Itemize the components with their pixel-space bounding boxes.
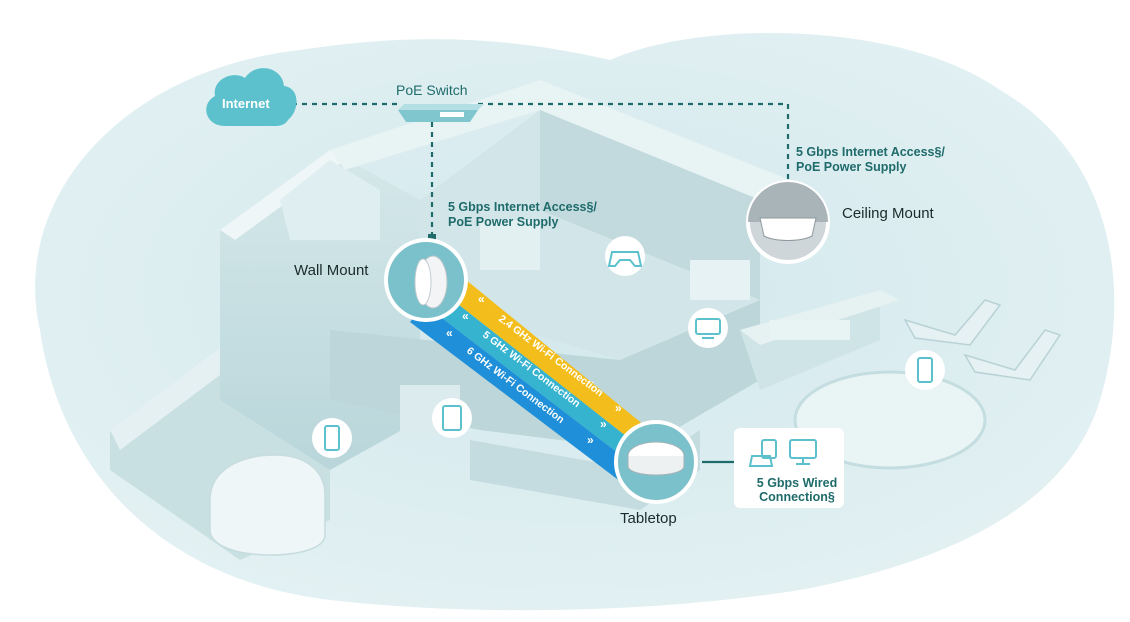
band-5ghz bbox=[425, 290, 650, 470]
phone-icon-left bbox=[312, 418, 352, 458]
ceiling-link-label-line1: 5 Gbps Internet Access§/ bbox=[796, 145, 945, 159]
network-lines bbox=[292, 102, 790, 240]
wall-link-label-line1: 5 Gbps Internet Access§/ bbox=[448, 200, 597, 214]
tabletop-label: Tabletop bbox=[620, 510, 677, 527]
tablet-icon bbox=[432, 398, 472, 438]
phone-icon-right bbox=[905, 350, 945, 390]
monitor-icon bbox=[688, 308, 728, 348]
poe-switch-label: PoE Switch bbox=[396, 82, 468, 98]
deck-chairs bbox=[903, 299, 1062, 381]
band-arrow-6-right: » bbox=[587, 433, 594, 447]
wall-mount-label: Wall Mount bbox=[294, 262, 369, 279]
wired-label-line2: Connection§ bbox=[759, 490, 835, 504]
wired-label-line1: 5 Gbps Wired bbox=[756, 476, 838, 490]
internet-label: Internet bbox=[222, 96, 270, 111]
switch-icon bbox=[398, 104, 484, 122]
ceiling-mount-label: Ceiling Mount bbox=[842, 205, 934, 222]
band-arrow-2-4-right: » bbox=[615, 401, 622, 415]
band-arrow-5-right: » bbox=[600, 417, 607, 431]
cloud-icon bbox=[206, 68, 297, 126]
band-arrow-5-left: « bbox=[462, 309, 469, 323]
band-arrow-2-4-left: « bbox=[478, 292, 485, 306]
ceiling-link-label-line2: PoE Power Supply bbox=[796, 160, 907, 174]
wall-link-label-line2: PoE Power Supply bbox=[448, 215, 559, 229]
ceiling-mount-device bbox=[746, 180, 830, 264]
wired-panel bbox=[734, 428, 844, 508]
band-6ghz bbox=[410, 305, 640, 485]
wifi-bands bbox=[410, 275, 650, 485]
band-2-4ghz bbox=[440, 275, 650, 455]
desktop-icon bbox=[748, 439, 817, 467]
wall-mount-device bbox=[384, 238, 468, 322]
gamepad-icon bbox=[605, 236, 645, 276]
band-arrow-6-left: « bbox=[446, 326, 453, 340]
tabletop-device bbox=[614, 420, 698, 504]
